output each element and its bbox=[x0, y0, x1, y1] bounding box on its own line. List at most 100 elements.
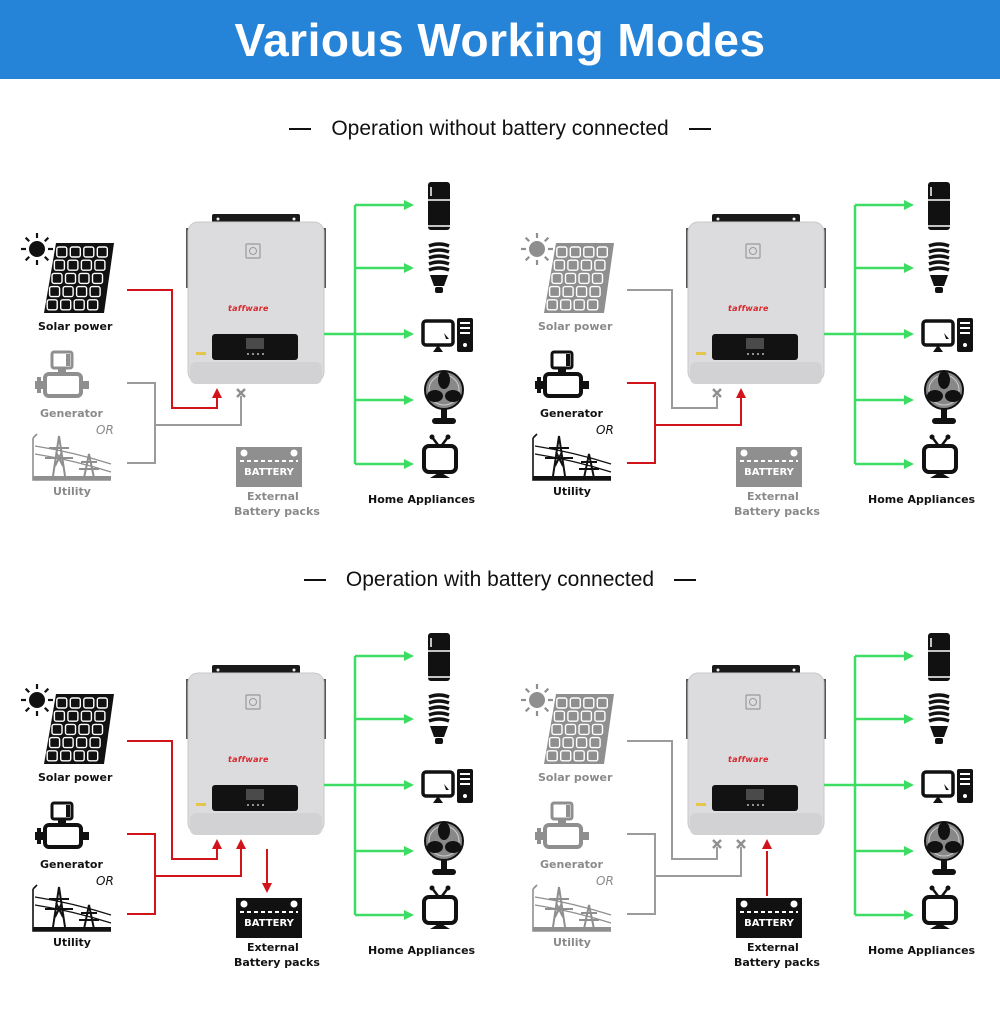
desktop-computer-icon bbox=[921, 318, 973, 352]
utility-tower-icon bbox=[532, 433, 612, 481]
battery-label-line1: External bbox=[247, 941, 299, 954]
solar-panel-icon bbox=[44, 694, 114, 764]
dash-right bbox=[688, 128, 711, 131]
power-button-icon bbox=[745, 243, 761, 259]
appliance-feed-arrow bbox=[904, 395, 914, 405]
diagram-canvas bbox=[521, 633, 973, 938]
electric-fan-icon bbox=[424, 821, 464, 875]
solar-panel-icon bbox=[544, 243, 614, 313]
brand-logo: taffware bbox=[728, 755, 769, 764]
grid-input-line bbox=[127, 382, 242, 464]
battery-badge-label: BATTERY bbox=[744, 467, 794, 478]
warning-label bbox=[196, 352, 206, 355]
appliance-feed-arrow bbox=[404, 910, 414, 920]
or-label: OR bbox=[96, 874, 114, 888]
appliance-feed-arrow bbox=[404, 395, 414, 405]
solar-input-line bbox=[627, 289, 718, 409]
grid-input-arrow bbox=[236, 839, 246, 849]
appliance-feed-arrow bbox=[904, 263, 914, 273]
battery-label-line2: Battery packs bbox=[234, 505, 320, 518]
utility-label: Utility bbox=[553, 485, 591, 498]
electric-fan-icon bbox=[924, 821, 964, 875]
television-icon bbox=[422, 434, 458, 478]
lcd-screen bbox=[246, 338, 264, 349]
battery-discharge-arrow bbox=[762, 839, 772, 849]
appliance-feed-arrow bbox=[904, 329, 914, 339]
solar-power-label: Solar power bbox=[538, 771, 613, 784]
grid-input-line bbox=[127, 833, 242, 915]
sun-icon bbox=[21, 684, 53, 716]
solar-panel-icon bbox=[544, 694, 614, 764]
television-icon bbox=[922, 885, 958, 929]
battery-label-line1: External bbox=[247, 490, 299, 503]
sun-icon bbox=[521, 233, 553, 265]
solar-power-label: Solar power bbox=[38, 320, 113, 333]
warning-label bbox=[196, 803, 206, 806]
appliance-feed-arrow bbox=[904, 459, 914, 469]
diagram-canvas bbox=[21, 182, 473, 487]
light-bulb-icon bbox=[928, 242, 950, 293]
power-button-icon bbox=[245, 243, 261, 259]
warning-label bbox=[696, 352, 706, 355]
desktop-computer-icon bbox=[421, 769, 473, 803]
generator-label: Generator bbox=[540, 858, 603, 871]
solar-power-label: Solar power bbox=[538, 320, 613, 333]
solar-blocked-icon bbox=[712, 839, 722, 849]
home-appliances-label: Home Appliances bbox=[368, 944, 476, 957]
appliance-feed-arrow bbox=[904, 651, 914, 661]
solar-panel-icon bbox=[44, 243, 114, 313]
appliance-feed-arrow bbox=[904, 846, 914, 856]
section-title-with-battery: Operation with battery connected bbox=[0, 568, 1000, 592]
grid-blocked-icon bbox=[236, 388, 246, 398]
electric-fan-icon bbox=[424, 370, 464, 424]
appliance-feed-arrow bbox=[404, 263, 414, 273]
inverter-device bbox=[686, 665, 826, 835]
solar-input-line bbox=[627, 740, 718, 860]
brand-logo: taffware bbox=[228, 755, 269, 764]
battery-icon bbox=[736, 447, 802, 487]
power-button-icon bbox=[745, 694, 761, 710]
battery-badge-label: BATTERY bbox=[744, 918, 794, 929]
generator-label: Generator bbox=[40, 858, 103, 871]
lcd-screen bbox=[246, 789, 264, 800]
warning-label bbox=[696, 803, 706, 806]
electric-fan-icon bbox=[924, 370, 964, 424]
appliance-feed-arrow bbox=[904, 200, 914, 210]
or-label: OR bbox=[96, 423, 114, 437]
lcd-screen bbox=[746, 338, 764, 349]
grid-input-arrow bbox=[736, 388, 746, 398]
inverter-device bbox=[186, 214, 326, 384]
dash-right bbox=[674, 579, 697, 582]
battery-icon bbox=[736, 898, 802, 938]
grid-input-line bbox=[627, 382, 742, 464]
refrigerator-icon bbox=[428, 182, 450, 230]
refrigerator-icon bbox=[928, 633, 950, 681]
battery-label-line2: Battery packs bbox=[734, 956, 820, 969]
generator-label: Generator bbox=[540, 407, 603, 420]
generator-icon bbox=[535, 801, 589, 849]
inverter-device bbox=[686, 214, 826, 384]
battery-charge-arrow bbox=[262, 883, 272, 893]
generator-label: Generator bbox=[40, 407, 103, 420]
power-button-icon bbox=[245, 694, 261, 710]
section-title-without-battery: Operation without battery connected bbox=[0, 117, 1000, 141]
or-label: OR bbox=[596, 423, 614, 437]
home-appliances-label: Home Appliances bbox=[868, 493, 976, 506]
utility-label: Utility bbox=[53, 485, 91, 498]
appliance-feed-arrow bbox=[404, 329, 414, 339]
utility-tower-icon bbox=[32, 884, 112, 932]
solar-input-line bbox=[127, 740, 218, 860]
grid-input-line bbox=[627, 833, 742, 915]
battery-icon bbox=[236, 898, 302, 938]
battery-icon bbox=[236, 447, 302, 487]
appliance-feed-arrow bbox=[904, 910, 914, 920]
utility-label: Utility bbox=[553, 936, 591, 949]
desktop-computer-icon bbox=[421, 318, 473, 352]
lcd-screen bbox=[746, 789, 764, 800]
utility-label: Utility bbox=[53, 936, 91, 949]
appliance-feed-arrow bbox=[404, 459, 414, 469]
appliance-feed-arrow bbox=[404, 780, 414, 790]
desktop-computer-icon bbox=[921, 769, 973, 803]
or-label: OR bbox=[596, 874, 614, 888]
